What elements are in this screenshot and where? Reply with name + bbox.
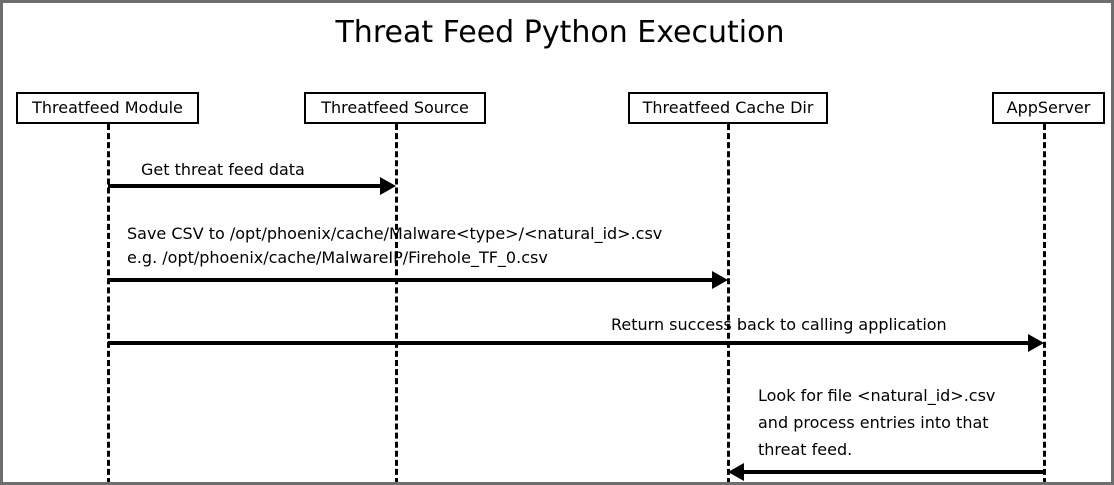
- message-line-return-success: [108, 341, 1028, 345]
- lifeline-threatfeed-cache-dir: [727, 124, 730, 482]
- arrow-head-right-get-threat-feed-data: [380, 177, 396, 195]
- message-label-save-csv-line1: Save CSV to /opt/phoenix/cache/Malware<t…: [127, 224, 663, 243]
- lifeline-threatfeed-source: [395, 124, 398, 482]
- arrow-head-right-save-csv: [712, 271, 728, 289]
- diagram-title: Threat Feed Python Execution: [335, 15, 785, 50]
- arrow-head-left-look-for-file: [728, 463, 744, 481]
- message-label-look-for-file-line1: Look for file <natural_id>.csv: [758, 386, 996, 405]
- message-label-get-threat-feed-data: Get threat feed data: [141, 160, 305, 179]
- lifeline-threatfeed-module: [107, 124, 110, 482]
- participant-box-threatfeed-module[interactable]: Threatfeed Module: [16, 92, 199, 124]
- message-label-save-csv-line2: e.g. /opt/phoenix/cache/MalwareIP/Fireho…: [127, 248, 548, 267]
- lifeline-appserver: [1043, 124, 1046, 482]
- participant-box-threatfeed-source[interactable]: Threatfeed Source: [304, 92, 486, 124]
- message-label-return-success: Return success back to calling applicati…: [611, 315, 947, 334]
- participant-box-threatfeed-cache-dir[interactable]: Threatfeed Cache Dir: [628, 92, 828, 124]
- message-line-get-threat-feed-data: [108, 184, 380, 188]
- participant-box-appserver[interactable]: AppServer: [992, 92, 1105, 124]
- message-label-look-for-file-line2: and process entries into that: [758, 413, 989, 432]
- message-line-look-for-file: [744, 470, 1044, 474]
- message-line-save-csv: [108, 278, 712, 282]
- arrow-head-right-return-success: [1028, 334, 1044, 352]
- message-label-look-for-file-line3: threat feed.: [758, 440, 853, 459]
